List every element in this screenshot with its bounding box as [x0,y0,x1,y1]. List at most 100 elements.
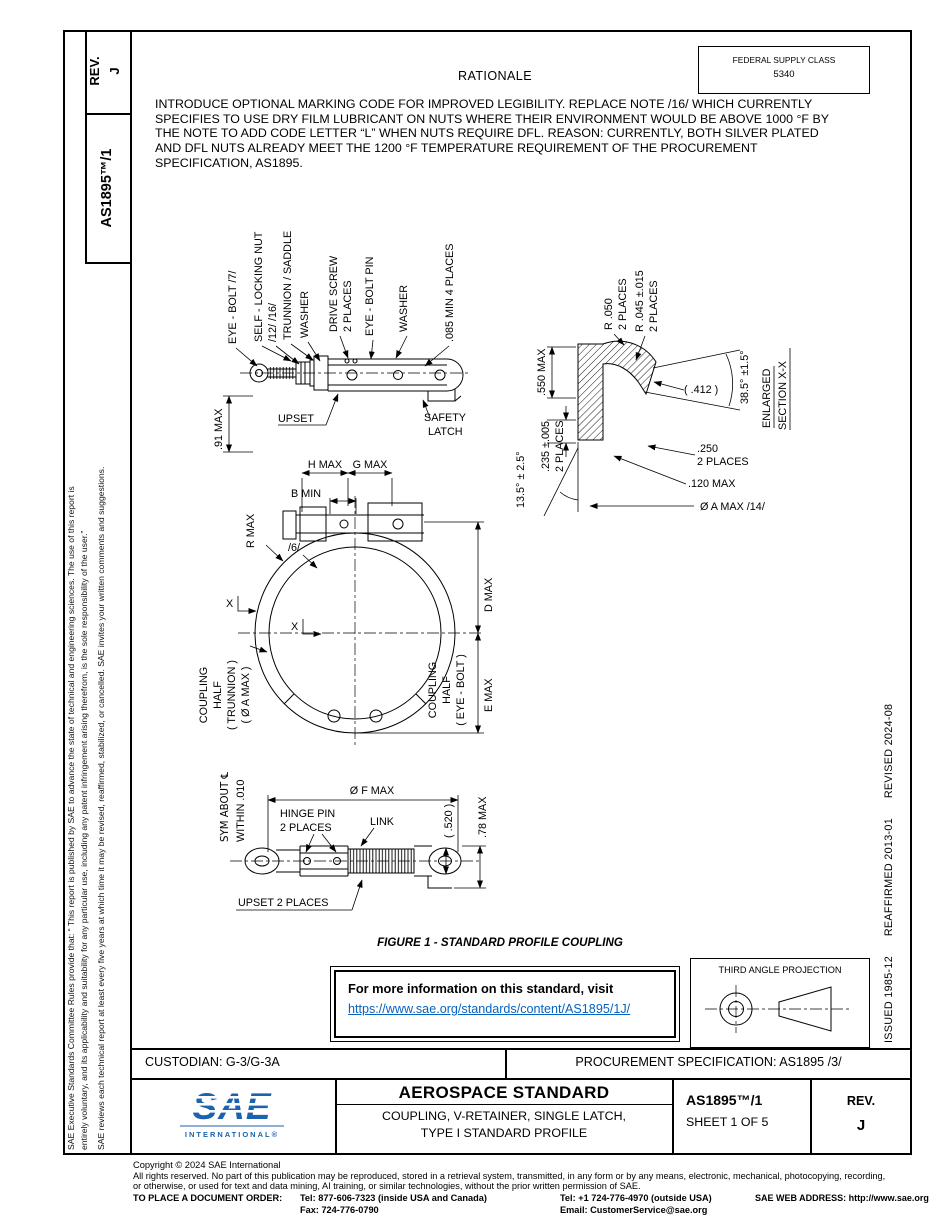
label-hinge-pin-qty: 2 PLACES [280,822,332,834]
custodian-row-divider [505,1048,507,1078]
title-block-sheet: SHEET 1 OF 5 [686,1115,769,1129]
dim-235-qty: 2 PLACES [554,420,566,472]
legal-text-line-3: SAE reviews each technical report at lea… [96,466,106,1150]
dim-r045-qty: 2 PLACES [648,280,660,332]
page-frame [63,30,912,1155]
dim-g-max: G MAX [353,459,388,471]
footer-order-label: TO PLACE A DOCUMENT ORDER: [133,1193,283,1203]
dim-78-max: .78 MAX [477,797,489,838]
section-view-geometry [543,333,791,517]
front-view-geometry [238,496,484,748]
sym-within: WITHIN .010 [235,780,247,842]
label-link: LINK [370,816,395,828]
sae-logo: SAE INTERNATIONAL® [180,1086,284,1139]
footer-rights-line-2: or otherwise, or used for text and data … [133,1181,641,1191]
callout-eye-bolt: EYE - BOLT /7/ [227,271,239,344]
section-title-xx: SECTION X-X [777,361,789,430]
dim-dia-a: Ø A MAX /14/ [700,501,765,513]
callout-trunnion-saddle: TRUNNION / SADDLE [282,231,294,340]
title-block-rev-label: REV. [846,1094,876,1108]
dim-120-max: .120 MAX [688,478,735,490]
divider-rev-box-bottom [85,113,131,115]
section-title-enlarged: ENLARGED [761,368,773,428]
legal-text-line-1: SAE Executive Standards Committee Rules … [66,486,76,1150]
callout-drive-screw-qty: 2 PLACES [342,280,354,332]
projection-label: THIRD ANGLE PROJECTION [718,965,842,975]
sym-about-cl: SYM ABOUT ℄ [220,772,231,842]
rev-box: REV. J [85,29,129,113]
divider-doc-box-bottom [85,262,131,264]
dim-angle-385: 38.5° ±1.5° [739,350,751,404]
label-upset: UPSET [278,413,314,425]
left-half-label-1: COUPLING [198,667,210,723]
figure-caption: FIGURE 1 - STANDARD PROFILE COUPLING [377,936,623,949]
legal-text-line-2: entirely voluntary, and its applicabilit… [79,530,89,1150]
dim-r050: R .050 [603,298,615,330]
dim-r-max: R MAX [245,514,257,548]
dim-550-max: .550 MAX [536,349,548,396]
title-block-kind-rule [336,1104,672,1105]
dim-235: .235 ±.005 [540,421,552,472]
callout-washer-left: WASHER [299,291,311,338]
title-block-top [130,1078,912,1080]
callout-nut-notes: /12/ /16/ [267,303,279,342]
side-view-geometry [240,355,470,402]
revision-history: ISSUED 1985-12 REAFFIRMED 2013-01 REVISE… [883,703,895,1043]
label-safety: SAFETY [424,412,466,424]
third-angle-projection-icon [705,985,851,1033]
footer-copyright: Copyright © 2024 SAE International [133,1160,281,1170]
federal-supply-class-box: FEDERAL SUPPLY CLASS 5340 [698,46,870,94]
dim-dia-f: Ø F MAX [350,785,394,797]
label-upset-2-places: UPSET 2 PLACES [238,897,328,909]
sae-logo-subtext: INTERNATIONAL® [185,1130,279,1139]
dim-520: ( .520 ) [443,804,455,838]
figure-1-drawing: EYE - BOLT /7/ SELF - LOCKING NUT /12/ /… [198,231,791,911]
fsc-value: 5340 [773,69,795,80]
callout-self-locking-nut: SELF - LOCKING NUT [253,231,265,342]
footer-fax: Fax: 724-776-0790 [300,1205,379,1215]
right-half-label-1: COUPLING [427,662,439,718]
callout-washer-right: WASHER [398,285,410,332]
title-block-kind: AEROSPACE STANDARD [398,1083,610,1102]
section-marker-x-upper: X [226,598,233,610]
info-box-inner: For more information on this standard, v… [334,970,676,1038]
info-box: For more information on this standard, v… [330,966,680,1042]
rev-letter: J [107,67,122,75]
right-half-label-3: ( EYE - BOLT ) [455,654,467,726]
rationale-body: INTRODUCE OPTIONAL MARKING CODE FOR IMPR… [155,97,829,170]
doc-number-box: AS1895™/1 [99,148,115,228]
note-6: /6/ [288,542,300,554]
dim-d-max: D MAX [483,578,495,612]
custodian-row-top [130,1048,912,1050]
footer-web-address: SAE WEB ADDRESS: http://www.sae.org [755,1193,929,1203]
rev-label: REV. [87,56,102,86]
title-block-line-1: COUPLING, V-RETAINER, SINGLE LATCH, [382,1109,626,1123]
label-hinge-pin: HINGE PIN [280,808,335,820]
procurement-label: PROCUREMENT SPECIFICATION: AS1895 /3/ [575,1055,842,1069]
title-block-line-2: TYPE I STANDARD PROFILE [420,1126,588,1140]
top-view-dims [236,795,486,911]
left-half-label-2: HALF [212,681,224,709]
callout-drive-screw: DRIVE SCREW [328,255,340,332]
rationale-title: RATIONALE [457,69,533,83]
section-marker-x-lower: X [291,621,298,633]
standard-link[interactable]: https://www.sae.org/standards/content/AS… [348,1002,631,1016]
divider-left-margin [130,30,132,1155]
left-half-label-3: ( TRUNNION ) [226,660,238,730]
info-text: For more information on this standard, v… [348,981,614,996]
dim-b-min: B MIN [291,488,321,500]
dim-085-min: .085 MIN 4 PLACES [444,244,456,342]
label-latch: LATCH [428,426,463,438]
left-half-label-4: ( Ø A MAX ) [240,667,252,724]
dim-250-qty: 2 PLACES [697,456,749,468]
footer-email: Email: CustomerService@sae.org [560,1205,708,1215]
side-view-leaders [223,335,450,453]
front-view-dims [237,470,484,734]
projection-box: THIRD ANGLE PROJECTION [690,958,870,1048]
dim-r045: R .045 ±.015 [634,270,646,332]
dim-angle-135: 13.5° ± 2.5° [515,451,527,508]
title-block-div-2 [672,1078,674,1155]
dim-h-max: H MAX [308,459,342,471]
title-block-div-1 [335,1078,337,1155]
